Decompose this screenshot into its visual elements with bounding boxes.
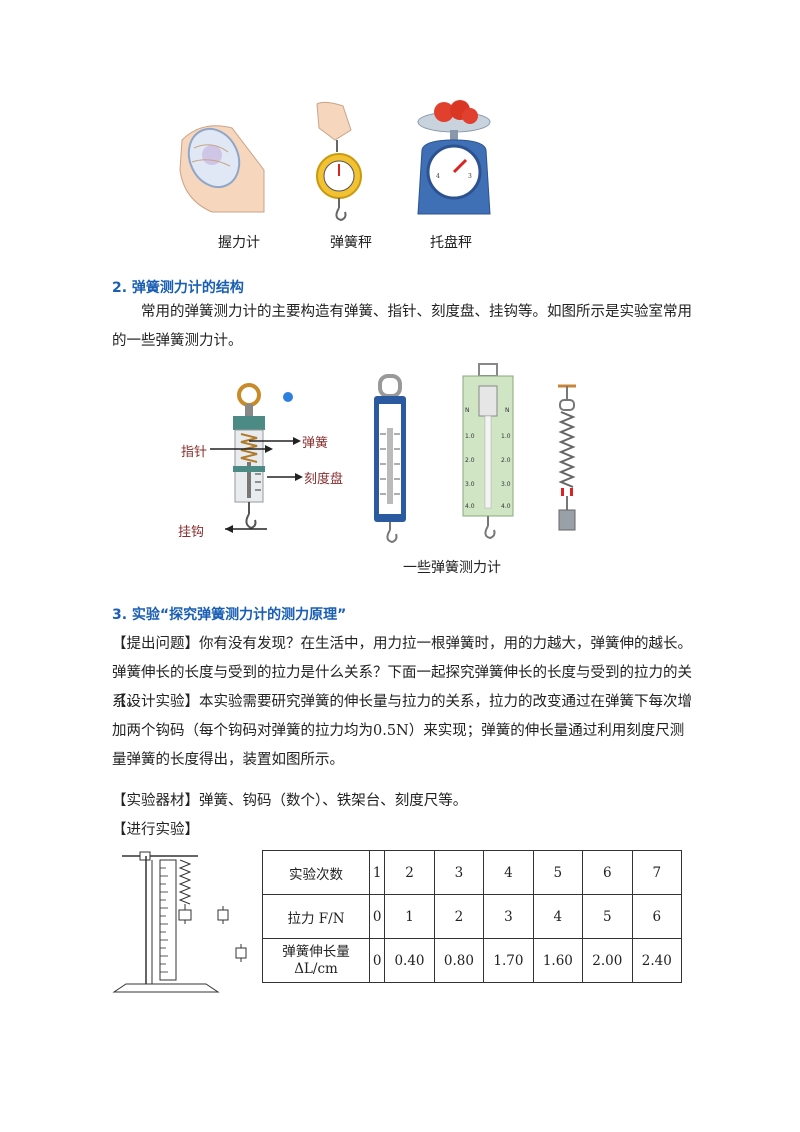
problem-paragraph: 【提出问题】你有没有发现？在生活中，用力拉一根弹簧时，用的力越大，弹簧伸的越长。… (112, 636, 692, 710)
svg-text:2.0: 2.0 (501, 457, 511, 464)
table-cell: 2.00 (582, 938, 633, 983)
iron-stand-apparatus-illustration (112, 851, 247, 993)
caption-grip-dynamometer: 握力计 (218, 235, 260, 251)
board-spring-balance-illustration: N N 1.0 1.0 2.0 2.0 3.0 3.0 4.0 4.0 (462, 363, 514, 540)
label-pointer: 指针 (181, 445, 208, 460)
svg-text:3.0: 3.0 (465, 481, 475, 488)
platform-scale-illustration: 4 3 (417, 100, 491, 215)
table-cell: 2 (384, 850, 435, 895)
table-cell: 0.80 (433, 938, 485, 983)
labeled-spring-gauge-illustration (233, 383, 265, 530)
table-cell: 2.40 (631, 938, 683, 983)
label-spring: 弹簧 (302, 436, 329, 451)
spring-with-weight-illustration (558, 384, 576, 531)
svg-text:2.0: 2.0 (465, 457, 475, 464)
table-cell: 6 (631, 894, 683, 939)
label-dial: 刻度盘 (304, 472, 344, 487)
table-cell: 6 (582, 850, 633, 895)
table-row-extension: 弹簧伸长量 ΔL/cm 0 0.40 0.80 1.70 1.60 2.00 2… (262, 938, 683, 983)
materials-paragraph: 【实验器材】弹簧、钩码（数个）、铁架台、刻度尺等。 (112, 793, 468, 809)
table-cell: 0 (368, 894, 386, 939)
blue-dot-marker (283, 392, 293, 402)
table-cell: 1.70 (483, 938, 534, 983)
table-cell: 4 (532, 894, 584, 939)
svg-text:1.0: 1.0 (465, 433, 475, 440)
section-2-paragraph: 常用的弹簧测力计的主要构造有弹簧、指针、刻度盘、挂钩等。如图所示是实验室常用的一… (112, 304, 692, 349)
svg-text:3.0: 3.0 (501, 481, 511, 488)
table-cell: 1 (368, 850, 386, 895)
row-header-force: 拉力 F/N (262, 894, 370, 939)
row-header-extension-line2: ΔL/cm (294, 960, 338, 977)
caption-spring-scale: 弹簧秤 (330, 235, 372, 251)
row-header-trial-number: 实验次数 (262, 850, 370, 895)
table-cell: 7 (631, 850, 683, 895)
hand-grip-dynamometer-illustration (179, 125, 265, 213)
procedure-paragraph: 【进行实验】 (112, 822, 199, 838)
table-cell: 0 (368, 938, 386, 983)
svg-text:N: N (505, 407, 510, 414)
table-cell: 3 (483, 894, 534, 939)
table-cell: 4 (483, 850, 534, 895)
svg-text:4: 4 (436, 173, 440, 180)
table-cell: 5 (582, 894, 633, 939)
experiment-data-table: 实验次数 1 2 3 4 5 6 7 拉力 F/N 0 1 2 3 4 5 6 … (262, 850, 683, 983)
spring-scale-illustration (316, 101, 362, 222)
table-cell: 1.60 (532, 938, 584, 983)
svg-text:4.0: 4.0 (465, 503, 475, 510)
table-cell: 0.40 (384, 938, 435, 983)
caption-platform-scale: 托盘秤 (430, 235, 472, 251)
label-hook: 挂钩 (178, 525, 205, 540)
caption-spring-balances: 一些弹簧测力计 (403, 560, 501, 576)
table-row-force: 拉力 F/N 0 1 2 3 4 5 6 (262, 894, 683, 939)
table-row-trials: 实验次数 1 2 3 4 5 6 7 (262, 850, 683, 895)
design-paragraph: 【设计实验】本实验需要研究弹簧的伸长量与拉力的关系，拉力的改变通过在弹簧下每次增… (112, 694, 692, 768)
table-cell: 5 (532, 850, 584, 895)
svg-text:N: N (465, 407, 470, 414)
row-header-extension: 弹簧伸长量 ΔL/cm (262, 938, 370, 983)
blue-spring-balance-illustration (374, 374, 406, 544)
section-2-heading: 2. 弹簧测力计的结构 (112, 280, 244, 296)
table-cell: 3 (433, 850, 485, 895)
table-cell: 1 (384, 894, 435, 939)
table-cell: 2 (433, 894, 485, 939)
svg-text:3: 3 (468, 173, 472, 180)
section-3-heading: 3. 实验“探究弹簧测力计的测力原理” (112, 607, 347, 623)
annotation-arrows (210, 437, 303, 533)
svg-text:4.0: 4.0 (501, 503, 511, 510)
svg-text:1.0: 1.0 (501, 433, 511, 440)
row-header-extension-line1: 弹簧伸长量 (282, 943, 350, 960)
